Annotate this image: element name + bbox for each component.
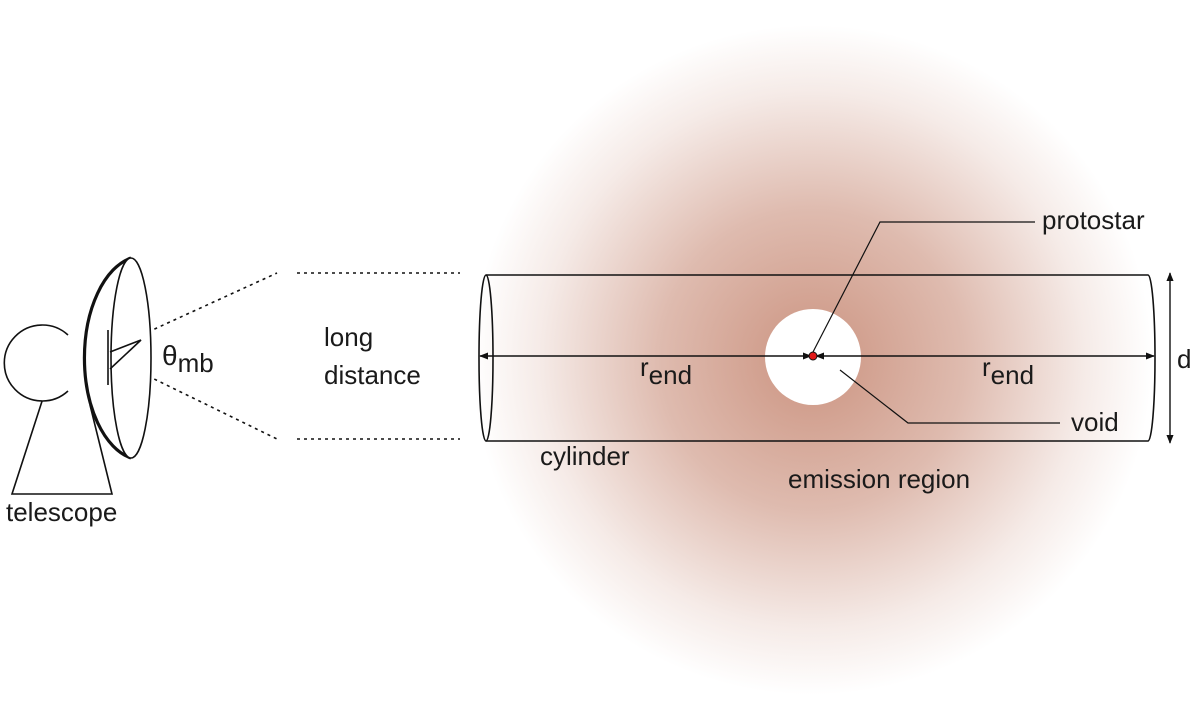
telescope-shape: [3, 256, 152, 495]
r-subscript-right: end: [991, 360, 1034, 390]
long-distance-line1: long: [324, 322, 373, 352]
theta-subscript: mb: [178, 348, 214, 378]
void-label: void: [1071, 407, 1119, 437]
telescope-label: telescope: [6, 497, 117, 527]
r-end-label-right: rend: [982, 352, 1034, 390]
beam-lines: [147, 272, 460, 440]
r-subscript-left: end: [649, 360, 692, 390]
void-leader: [839, 369, 1060, 424]
long-distance-line2: distance: [324, 360, 421, 390]
d-label: d: [1177, 344, 1191, 374]
cylinder-label: cylinder: [540, 441, 630, 471]
r-symbol-left: r: [640, 352, 649, 382]
protostar-dot: [808, 351, 818, 361]
protostar-label: protostar: [1042, 205, 1145, 235]
theta-mb-label: θmb: [162, 340, 214, 378]
emission-region-label: emission region: [788, 464, 970, 494]
r-end-label-left: rend: [640, 352, 692, 390]
r-symbol-right: r: [982, 352, 991, 382]
theta-symbol: θ: [162, 340, 178, 371]
protostar-leader: [812, 221, 1035, 353]
